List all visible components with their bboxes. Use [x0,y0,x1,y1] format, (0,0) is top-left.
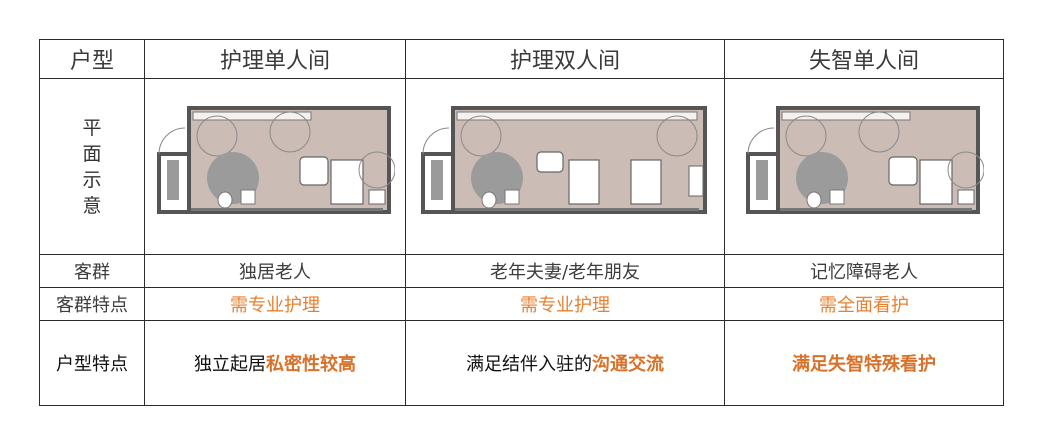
floor-plan-single-care [157,105,395,214]
trait-double-care: 需专业护理 [405,287,725,321]
floor-plan-double-care [421,105,707,214]
header-double-care: 护理双人间 [405,39,725,79]
trait-single-care: 需专业护理 [144,287,406,321]
floor-plan-dementia-single [746,105,984,214]
plan-row: 平面示意 [39,78,1004,255]
room-type-table: 户型 护理单人间 护理双人间 失智单人间 平面示意 [39,39,1004,406]
room-feature-single-care: 独立起居私密性较高 [144,320,406,406]
header-row: 户型 护理单人间 护理双人间 失智单人间 [39,39,1004,79]
room-feature-highlight-text: 满足失智特殊看护 [792,354,936,375]
group-single-care: 独居老人 [144,254,406,288]
room-feature-plain-text: 独立起居 [194,354,266,375]
trait-row: 客群特点 需专业护理 需专业护理 需全面看护 [39,287,1004,321]
room-feature-highlight-text: 沟通交流 [592,354,664,375]
group-label: 客群 [39,254,145,288]
plan-label: 平面示意 [82,116,102,217]
group-double-care: 老年夫妻/老年朋友 [405,254,725,288]
room-feature-dementia-single: 满足失智特殊看护 [724,320,1004,406]
group-dementia-single: 记忆障碍老人 [724,254,1004,288]
header-single-care: 护理单人间 [144,39,406,79]
plan-label-cell: 平面示意 [39,78,145,255]
header-dementia-single: 失智单人间 [724,39,1004,79]
plan-double-care-cell [405,78,725,255]
room-feature-label: 户型特点 [39,320,145,406]
trait-dementia-single: 需全面看护 [724,287,1004,321]
group-row: 客群 独居老人 老年夫妻/老年朋友 记忆障碍老人 [39,254,1004,288]
room-feature-highlight-text: 私密性较高 [266,354,356,375]
room-feature-row: 户型特点 独立起居私密性较高 满足结伴入驻的沟通交流 满足失智特殊看护 [39,320,1004,406]
plan-single-care-cell [144,78,406,255]
header-corner: 户型 [39,39,145,79]
plan-dementia-single-cell [724,78,1004,255]
room-feature-double-care: 满足结伴入驻的沟通交流 [405,320,725,406]
room-feature-plain-text: 满足结伴入驻的 [466,354,592,375]
trait-label: 客群特点 [39,287,145,321]
